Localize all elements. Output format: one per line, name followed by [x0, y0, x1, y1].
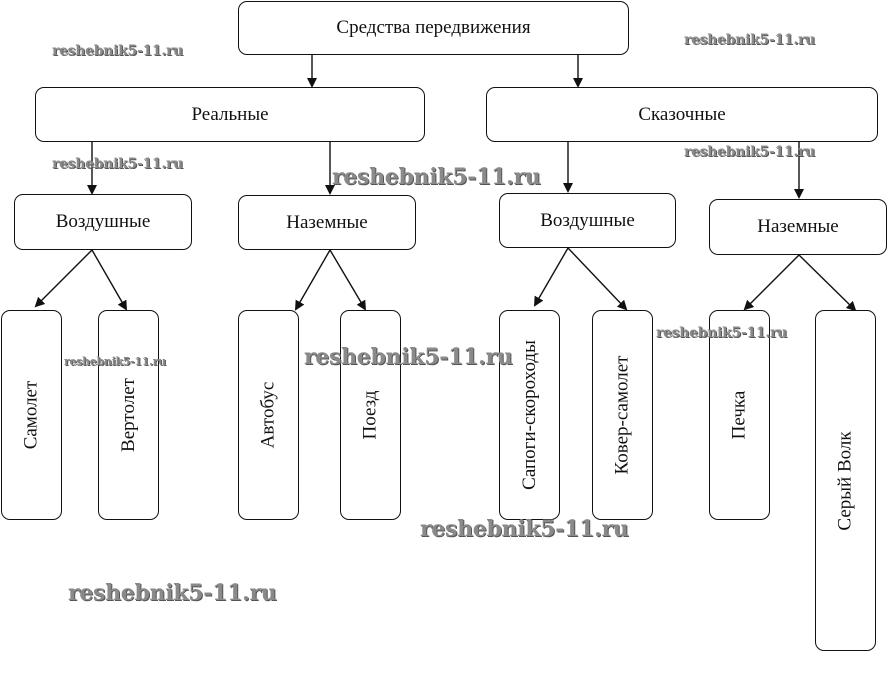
node-bus-label: Автобус [257, 381, 279, 449]
node-fairy-ground-label: Наземные [757, 216, 839, 237]
arrow-air-to-helicopter [91, 249, 127, 311]
node-boots: Сапоги-скороходы [499, 310, 560, 520]
node-root-label: Средства передвижения [336, 17, 531, 38]
node-train-label: Поезд [359, 390, 381, 440]
node-plane: Самолет [1, 310, 62, 520]
node-helicopter-label: Вертолет [117, 378, 139, 452]
node-plane-label: Самолет [20, 380, 42, 450]
arrow-air-to-plane [34, 249, 93, 308]
node-helicopter: Вертолет [98, 310, 159, 520]
node-fairy-air-label: Воздушные [540, 209, 635, 231]
node-fairy-ground: Наземные [709, 199, 887, 255]
node-real-air: Воздушные [14, 194, 192, 250]
node-real-air-label: Воздушные [55, 211, 151, 232]
watermark: reshebnik5-11.ru [656, 325, 787, 341]
node-root: Средства передвижения [238, 1, 629, 55]
node-real-label: Реальные [191, 103, 269, 125]
node-real: Реальные [35, 87, 425, 142]
node-fairy-air: Воздушные [499, 193, 676, 248]
watermark: reshebnik5-11.ru [68, 580, 277, 606]
arrow-ground-to-bus [295, 249, 331, 311]
node-bus: Автобус [238, 310, 299, 520]
arrow-fairy-air-to-boots [533, 247, 569, 307]
watermark: reshebnik5-11.ru [684, 144, 815, 160]
watermark: reshebnik5-11.ru [684, 32, 815, 48]
watermark: reshebnik5-11.ru [52, 156, 183, 172]
watermark: reshebnik5-11.ru [304, 344, 513, 370]
node-carpet-label: Ковер-самолет [611, 355, 633, 475]
watermark: reshebnik5-11.ru [52, 43, 183, 59]
node-stove: Печка [709, 310, 770, 520]
arrow-fairy-air-to-carpet [567, 247, 628, 311]
node-boots-label: Сапоги-скороходы [518, 340, 540, 490]
watermark: reshebnik5-11.ru [420, 516, 629, 542]
node-real-ground-label: Наземные [286, 211, 368, 233]
node-stove-label: Печка [728, 390, 750, 440]
arrow-fairy-ground-to-wolf [798, 254, 857, 312]
node-real-ground: Наземные [238, 195, 416, 250]
node-train: Поезд [340, 310, 401, 520]
node-fairy: Сказочные [486, 87, 878, 142]
node-carpet: Ковер-самолет [592, 310, 653, 520]
node-wolf-label: Серый Волк [834, 430, 856, 531]
arrow-fairy-ground-to-stove [743, 254, 800, 311]
arrow-ground-to-train [329, 249, 367, 311]
watermark: reshebnik5-11.ru [64, 355, 166, 368]
node-wolf: Серый Волк [815, 310, 876, 651]
node-fairy-label: Сказочные [638, 103, 726, 125]
watermark: reshebnik5-11.ru [332, 164, 541, 190]
